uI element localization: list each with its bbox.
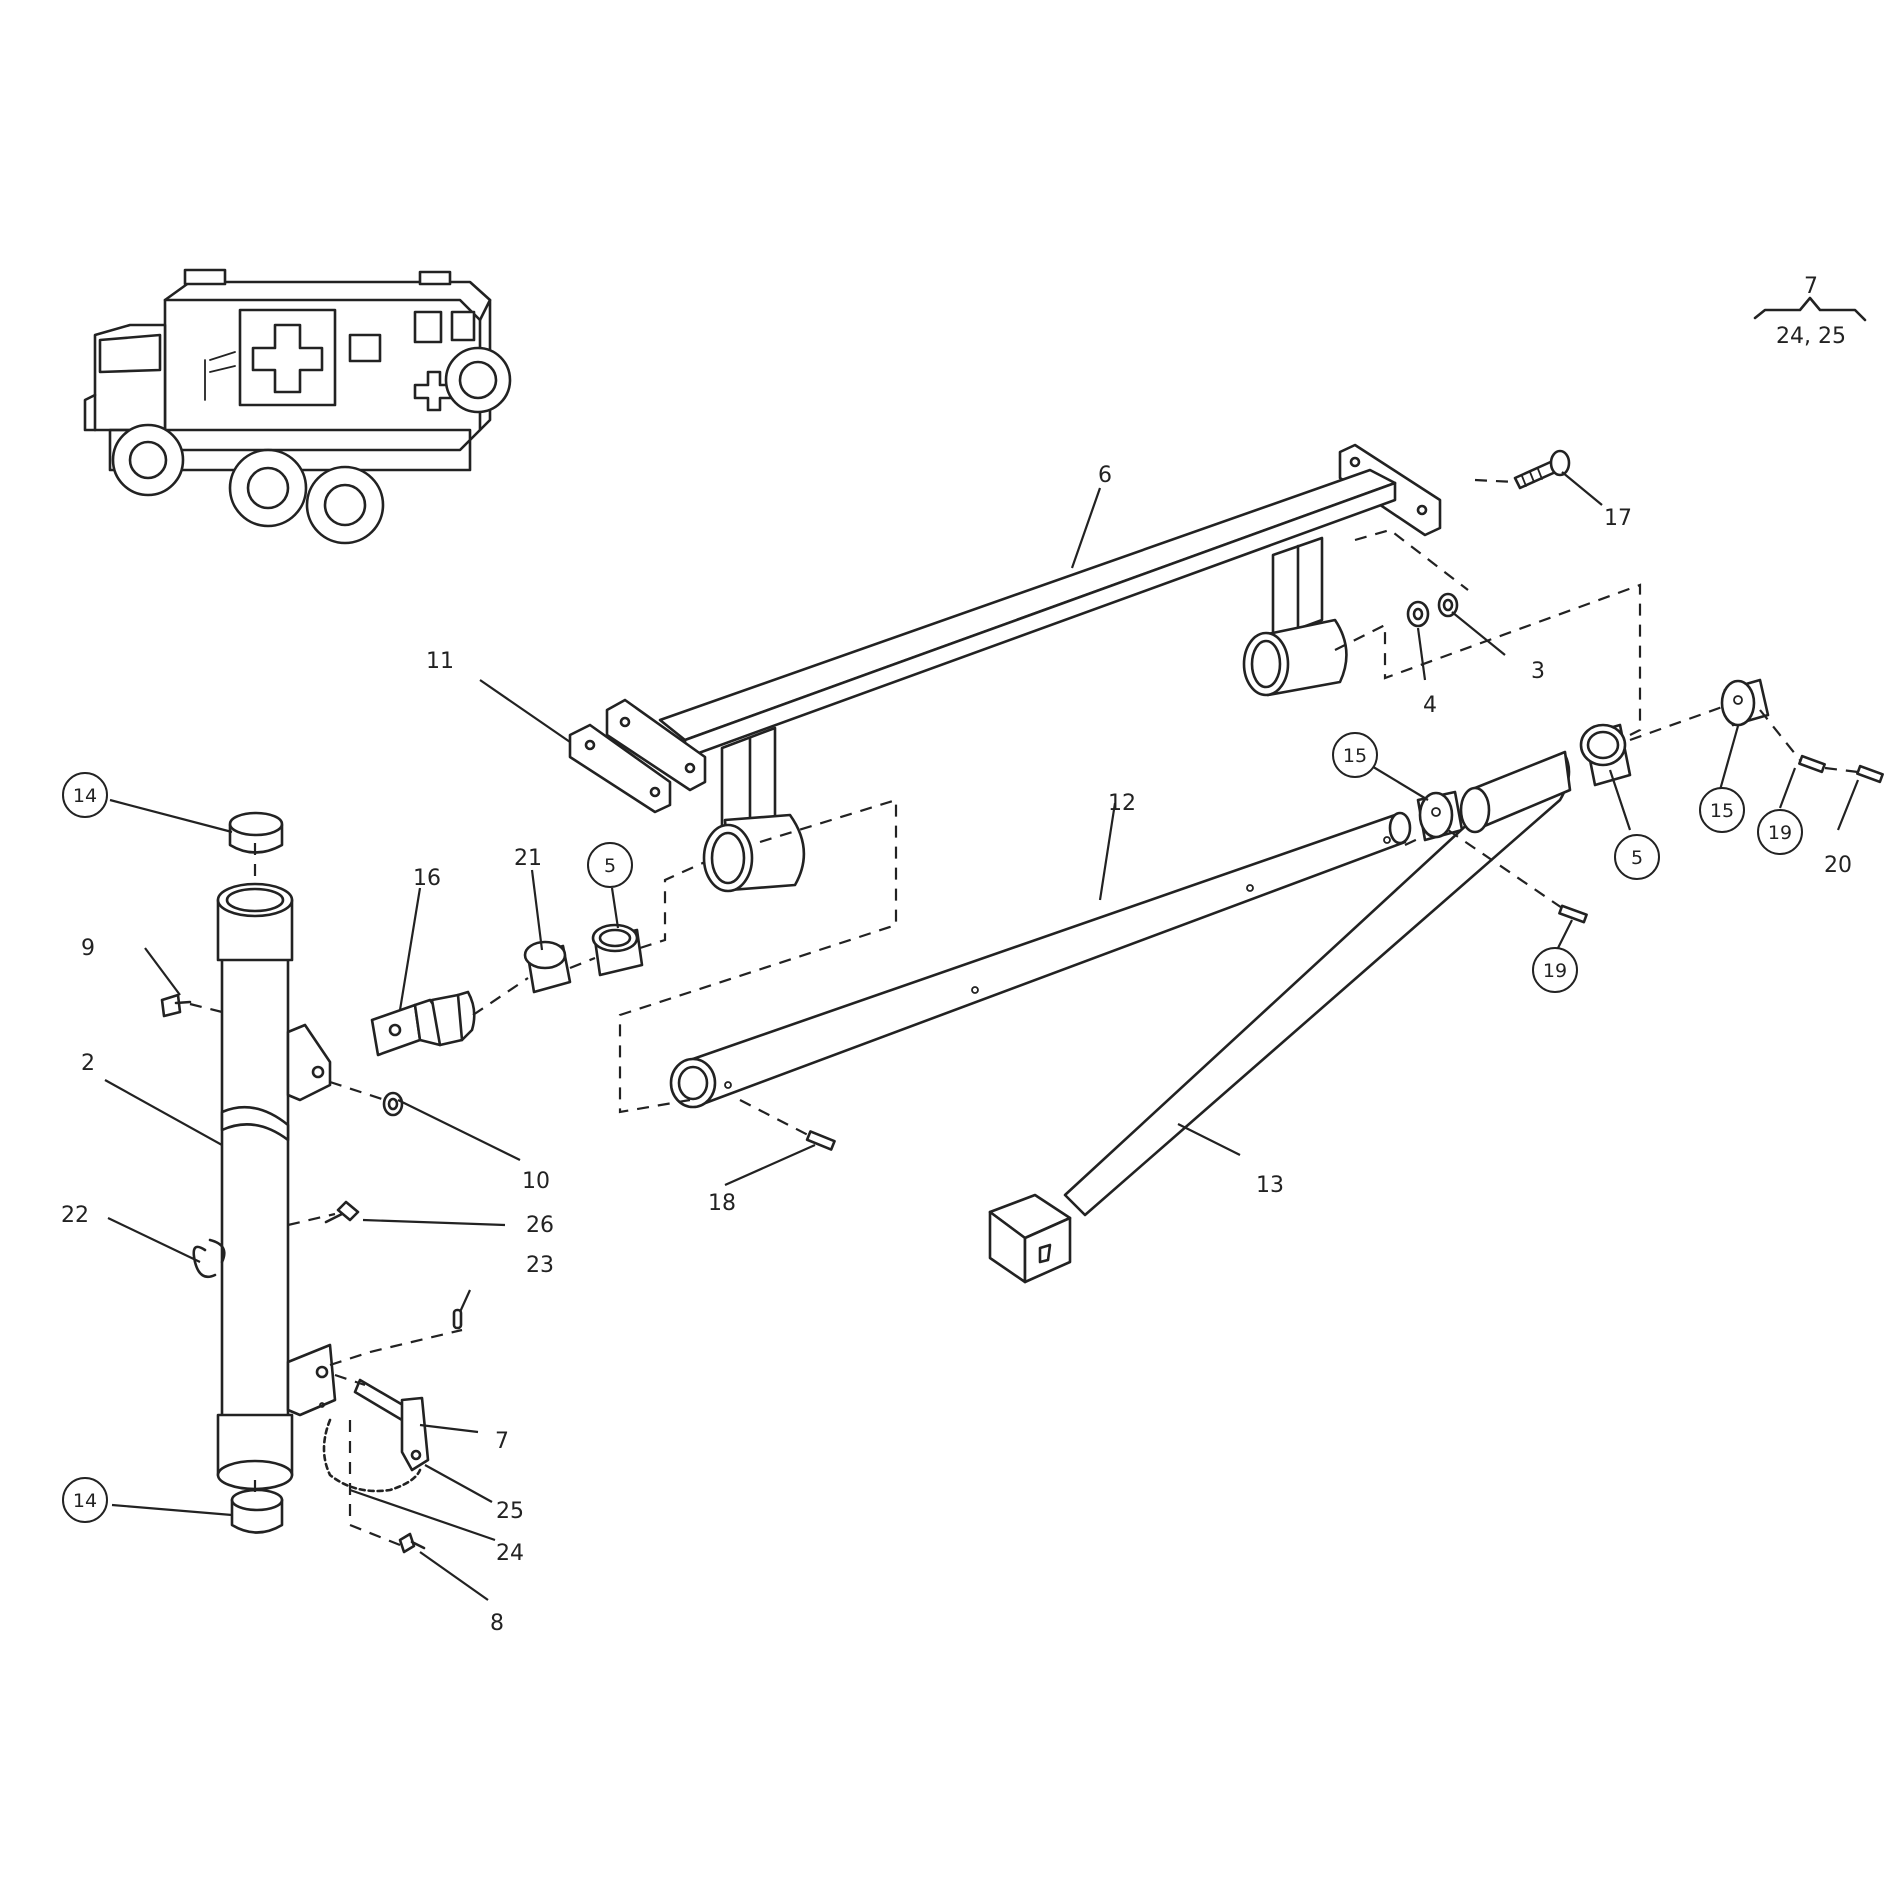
part-24-chain [322,1418,422,1493]
part-5-ring-left [591,923,644,977]
callout-24: 24 [496,1541,524,1566]
callout-19-right: 19 [1768,822,1792,844]
part-2-post [216,882,337,1491]
part-7-lock-pin [353,1378,430,1472]
callout-14-bottom: 14 [73,1490,97,1512]
callout-15-mid: 15 [1343,745,1367,767]
callout-8: 8 [490,1611,504,1636]
callout-15-right: 15 [1710,800,1734,822]
part-19-pin-right [1798,754,1826,774]
callout-23: 23 [526,1253,554,1278]
leader-lines [104,471,1860,1601]
callout-9: 9 [81,936,95,961]
part-8-screw [398,1532,426,1554]
legend-top: 7 [1804,274,1818,299]
callout-26: 26 [526,1213,554,1238]
part-4-nut [1406,600,1430,628]
part-23-pin [452,1308,463,1330]
part-9-screw [160,993,192,1018]
part-26-screw [324,1200,360,1224]
callout-19-mid: 19 [1543,960,1567,982]
callout-22: 22 [61,1203,89,1228]
part-14-cap-top [228,811,284,854]
callout-labels: 9 2 22 14 14 16 21 5 11 6 10 26 23 7 25 … [61,463,1852,1636]
part-3-washer [1437,592,1459,618]
callout-25: 25 [496,1499,524,1524]
part-19-pin-mid [1558,904,1588,924]
callout-14-top: 14 [73,785,97,807]
callout-4: 4 [1423,693,1437,718]
assembly-lines [189,478,1859,1547]
callout-rings [62,732,1803,1523]
part-14-cap-bottom [230,1488,284,1534]
callout-16: 16 [413,866,441,891]
part-22-clip [192,1238,226,1279]
part-13-brace [988,750,1572,1284]
callout-10: 10 [522,1169,550,1194]
part-10-nut [382,1091,404,1117]
callout-6: 6 [1098,463,1112,488]
part-20-pin [1856,764,1884,784]
part-6-cross-beam [568,443,1442,893]
callout-7: 7 [495,1429,509,1454]
part-17-bolt [1513,449,1571,490]
callout-20: 20 [1824,853,1852,878]
part-18-pin [805,1130,836,1151]
part-12-tube [669,811,1412,1109]
callout-21: 21 [514,846,542,871]
part-5-ring-right [1579,723,1632,787]
callout-11: 11 [426,649,454,674]
callout-13: 13 [1256,1173,1284,1198]
callout-5-right: 5 [1631,847,1643,869]
vehicle-thumbnail [83,268,512,545]
legend-bottom: 24, 25 [1776,324,1846,349]
part-15-ring-mid [1416,790,1464,842]
callout-2: 2 [81,1051,95,1076]
callout-12: 12 [1108,791,1136,816]
callout-3: 3 [1531,659,1545,684]
part-16-fitting [370,990,476,1057]
legend-bracket: 7 24, 25 [1753,274,1867,349]
callout-18: 18 [708,1191,736,1216]
callout-17: 17 [1604,506,1632,531]
part-15-ring-right [1720,678,1770,727]
part-21-bushing [523,940,572,994]
callout-5-left: 5 [604,855,616,877]
